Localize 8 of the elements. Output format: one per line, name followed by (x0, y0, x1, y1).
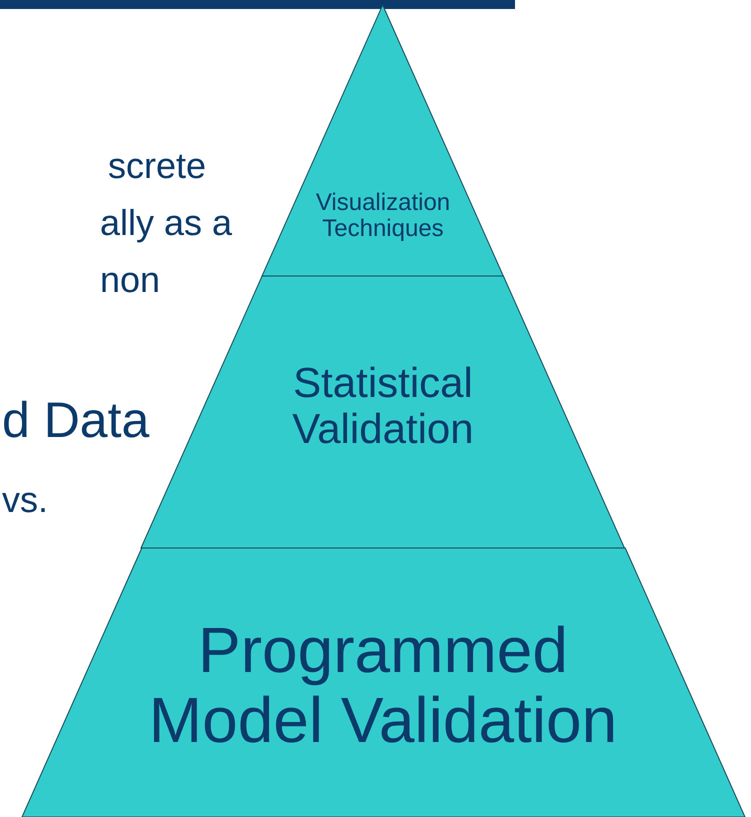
slide-text-fragment: ally as a (100, 205, 232, 241)
tier-label: Statistical Validation (291, 360, 475, 452)
tier-label: Visualization Techniques (314, 190, 452, 243)
tier-label: Programmed Model Validation (148, 615, 618, 756)
slide-text-fragment: d Data (2, 395, 150, 445)
slide-text-fragment: vs. (2, 482, 48, 518)
slide-text-fragment: non (100, 262, 160, 298)
slide-text-fragment: screte (108, 148, 206, 184)
